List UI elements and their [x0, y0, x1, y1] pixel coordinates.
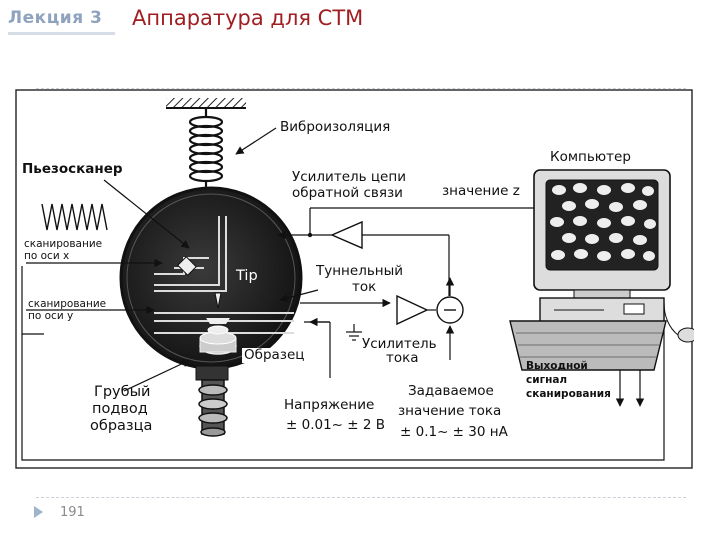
slide-title: Аппаратура для СТМ [132, 6, 364, 30]
guide-line-bottom [36, 497, 686, 498]
setpoint-label-2: значение тока [398, 403, 502, 419]
footer-arrow-icon [34, 506, 43, 518]
current-amp-label-1: Усилитель [362, 336, 437, 352]
scan-x-label-2: по оси х [24, 250, 70, 262]
piezo-element [177, 256, 197, 276]
tip-label: Tip [236, 268, 258, 284]
coarse-screw-icon [198, 379, 228, 437]
coarse-approach-label-2: подвод [92, 401, 148, 417]
stm-schematic [15, 89, 699, 469]
sample-stage [206, 318, 230, 324]
scan-x-label-1: сканирование [24, 238, 103, 250]
current-amplifier-icon [396, 294, 429, 326]
figure-frame [15, 89, 693, 469]
mouse-icon [677, 327, 699, 343]
tunnel-current-label-1: Туннельный [316, 263, 404, 279]
stm-apparatus-figure: Виброизоляция Пьезосканер Усилитель цепи… [14, 88, 699, 470]
voltage-label-1: Напряжение [284, 397, 375, 413]
coarse-approach-label-3: образца [90, 418, 153, 434]
computer-icon [533, 169, 671, 323]
scan-y-label-1: сканирование [28, 298, 107, 310]
output-signal-label-2: сигнал [526, 374, 568, 386]
tunnel-current-label-2: ток [352, 279, 377, 295]
coarse-approach-mount [195, 365, 229, 381]
vibro-label: Виброизоляция [280, 119, 391, 135]
sample-label: Образец [242, 347, 307, 364]
setpoint-label-3: ± 0.1~ ± 30 нА [400, 424, 508, 440]
z-value-label: значение z [442, 183, 520, 199]
output-signal-label-3: сканирования [526, 388, 611, 400]
lecture-underline [8, 32, 115, 35]
scan-waveform-icon [41, 203, 108, 231]
guide-line-top [36, 88, 686, 89]
computer-label: Компьютер [550, 149, 631, 165]
spring-icon [188, 108, 224, 188]
setpoint-label-1: Задаваемое [408, 383, 494, 399]
page-number: 191 [60, 505, 85, 520]
piezo-label: Пьезосканер [22, 161, 123, 177]
output-signal-label-1: Выходной [526, 360, 588, 372]
scan-y-label-2: по оси у [28, 310, 74, 322]
current-amp-label-2: тока [386, 350, 419, 366]
feedback-amplifier-icon [330, 220, 363, 250]
vibro-mount-hatch [166, 98, 246, 108]
voltage-label-2: ± 0.01~ ± 2 В [286, 417, 386, 433]
feedback-amp-label-2: обратной связи [292, 185, 403, 201]
ground-icon [346, 324, 362, 341]
coarse-approach-label-1: Грубый [94, 384, 151, 400]
feedback-amp-label-1: Усилитель цепи [292, 169, 406, 185]
lecture-label: Лекция 3 [8, 8, 103, 28]
tip-icon [214, 292, 222, 309]
